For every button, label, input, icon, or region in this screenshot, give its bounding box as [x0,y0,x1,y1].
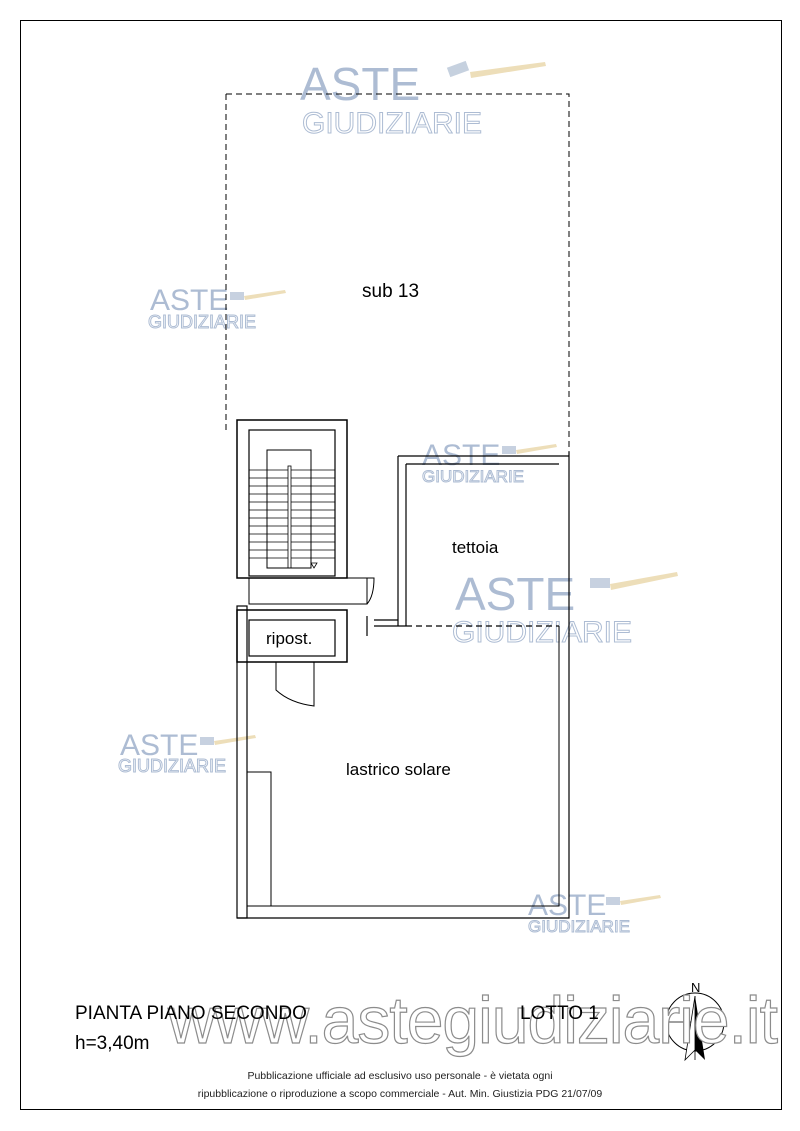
watermark-aste-large-right: ASTE GIUDIZIARIE [452,568,678,650]
ripostiglio [236,609,348,707]
footer-notice-line2: ripubblicazione o riproduzione a scopo c… [197,1088,603,1100]
sub13-outline [225,93,570,452]
watermark-aste-large-top: ASTE GIUDIZIARIE [300,58,546,141]
gavel-icon [446,60,546,78]
plan-title: PIANTA PIANO SECONDO [75,1003,307,1024]
svg-text:GIUDIZIARIE: GIUDIZIARIE [302,107,482,140]
gavel-icon [502,444,557,454]
stair-door [248,577,375,605]
gavel-icon [230,290,286,300]
tettoia-outline [366,455,569,636]
room-label-tettoia: tettoia [452,538,499,557]
drawing-frame [20,20,782,1110]
svg-text:GIUDIZIARIE: GIUDIZIARIE [118,756,226,776]
watermark-aste-bottom-right: ASTE GIUDIZIARIE [528,889,661,937]
plan-height: h=3,40m [75,1033,150,1054]
watermark-aste-left-mid: ASTE GIUDIZIARIE [148,284,286,333]
staircase [236,419,348,579]
gavel-icon [200,735,256,745]
watermark-aste-center: ASTE GIUDIZIARIE [422,439,557,487]
watermark-url: www.astegiudiziarie.it [167,982,778,1057]
stair-treads [249,469,335,559]
room-label-sub13: sub 13 [362,281,419,302]
svg-text:GIUDIZIARIE: GIUDIZIARIE [148,312,256,332]
svg-text:ASTE: ASTE [300,58,420,110]
ripostiglio-door [275,662,315,707]
terrace-walls [236,452,570,919]
room-label-ripostiglio: ripost. [266,629,312,648]
gavel-icon [606,895,661,905]
room-label-lastrico-solare: lastrico solare [346,760,451,779]
stair-arrow-icon [310,562,318,569]
north-arrow-icon: N [665,980,725,1062]
gavel-icon [590,572,678,590]
svg-text:ASTE: ASTE [455,568,575,620]
svg-text:ASTE: ASTE [120,729,198,762]
svg-text:GIUDIZIARIE: GIUDIZIARIE [452,616,632,649]
svg-text:GIUDIZIARIE: GIUDIZIARIE [422,467,524,486]
watermark-aste-left-low: ASTE GIUDIZIARIE [118,729,256,777]
svg-text:N: N [691,980,700,995]
footer-notice-line1: Pubblicazione ufficiale ad esclusivo uso… [247,1070,553,1082]
svg-text:ASTE: ASTE [150,284,228,317]
lot-label: LOTTO 1 [520,1003,599,1024]
svg-text:GIUDIZIARIE: GIUDIZIARIE [528,917,630,936]
